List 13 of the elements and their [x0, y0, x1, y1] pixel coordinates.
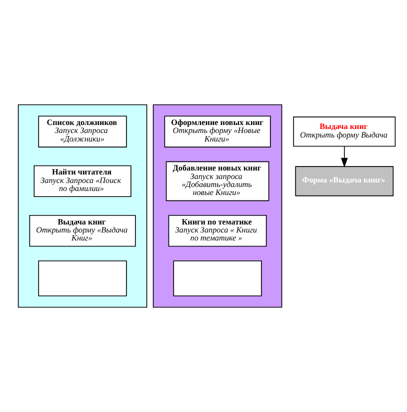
cluster	[18, 104, 148, 308]
node-box: Выдача книг Открыть форму «Выдача Книг»	[29, 214, 136, 247]
node-box: Добавление новых книг Запуск запроса «Добавить-удалить новые Книги»	[166, 161, 270, 202]
node-box: Список должников Запуск Запроса «Должники»	[38, 116, 127, 148]
cluster	[152, 104, 282, 308]
node-box: Выдача книг Открыть форму Выдача	[293, 116, 396, 147]
arrow	[340, 146, 348, 168]
node-box	[173, 260, 262, 296]
node-box: Найти читателя Запуск Запроса «Поиск по фамилии»	[34, 165, 132, 198]
node-box: Форма «Выдача книг»	[295, 166, 394, 196]
node-box: Книги по тематике Запуск Запроса « Книги по тематике »	[168, 214, 267, 247]
node-box: Оформление новых книг Открыть форму «Новые Книги»	[164, 116, 271, 148]
node-box	[38, 260, 127, 296]
